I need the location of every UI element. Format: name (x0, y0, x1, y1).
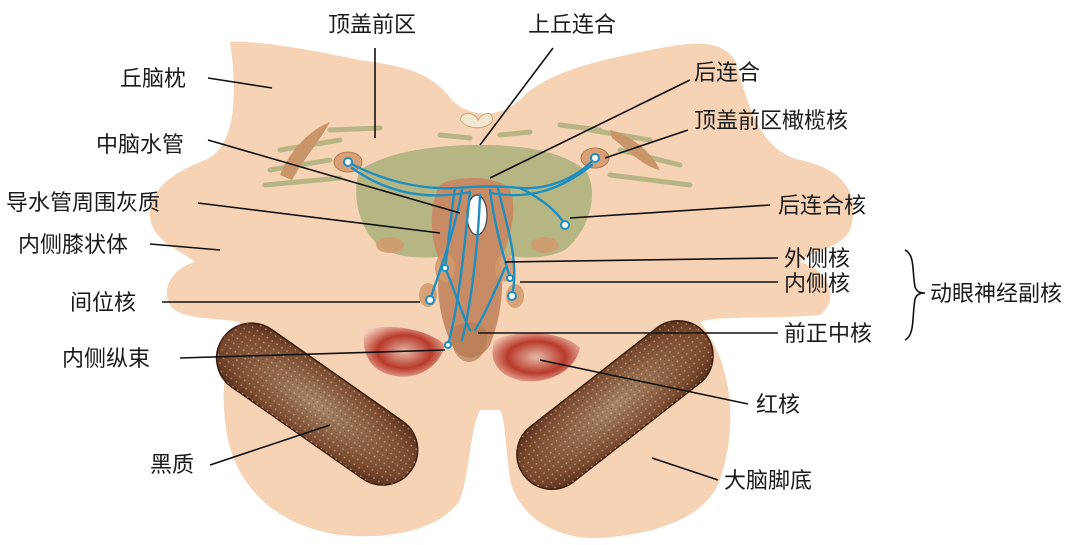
label-anterior-median-nucleus: 前正中核 (784, 322, 872, 347)
label-pretectal-area: 顶盖前区 (328, 13, 416, 38)
label-lateral-nucleus: 外侧核 (784, 247, 850, 272)
label-accessory-oculomotor-nucleus: 动眼神经副核 (930, 282, 1062, 307)
label-medial-geniculate-body: 内侧膝状体 (18, 233, 128, 258)
label-interstitial-nucleus: 间位核 (70, 291, 136, 316)
label-pretectal-olivary-nucleus: 顶盖前区橄榄核 (694, 109, 848, 134)
label-superior-colliculus-commissure: 上丘连合 (528, 13, 616, 38)
label-periaqueductal-gray: 导水管周围灰质 (6, 191, 160, 216)
label-substantia-nigra: 黑质 (150, 453, 194, 478)
label-posterior-commissure-nucleus: 后连合核 (778, 194, 866, 219)
label-cerebral-peduncle: 大脑脚底 (724, 469, 812, 494)
label-medial-longitudinal-fasciculus: 内侧纵束 (62, 347, 150, 372)
label-posterior-commissure: 后连合 (694, 61, 760, 86)
label-medial-nucleus: 内侧核 (784, 272, 850, 297)
label-cerebral-aqueduct: 中脑水管 (96, 133, 184, 158)
label-red-nucleus: 红核 (756, 393, 800, 418)
label-pulvinar: 丘脑枕 (120, 67, 186, 92)
